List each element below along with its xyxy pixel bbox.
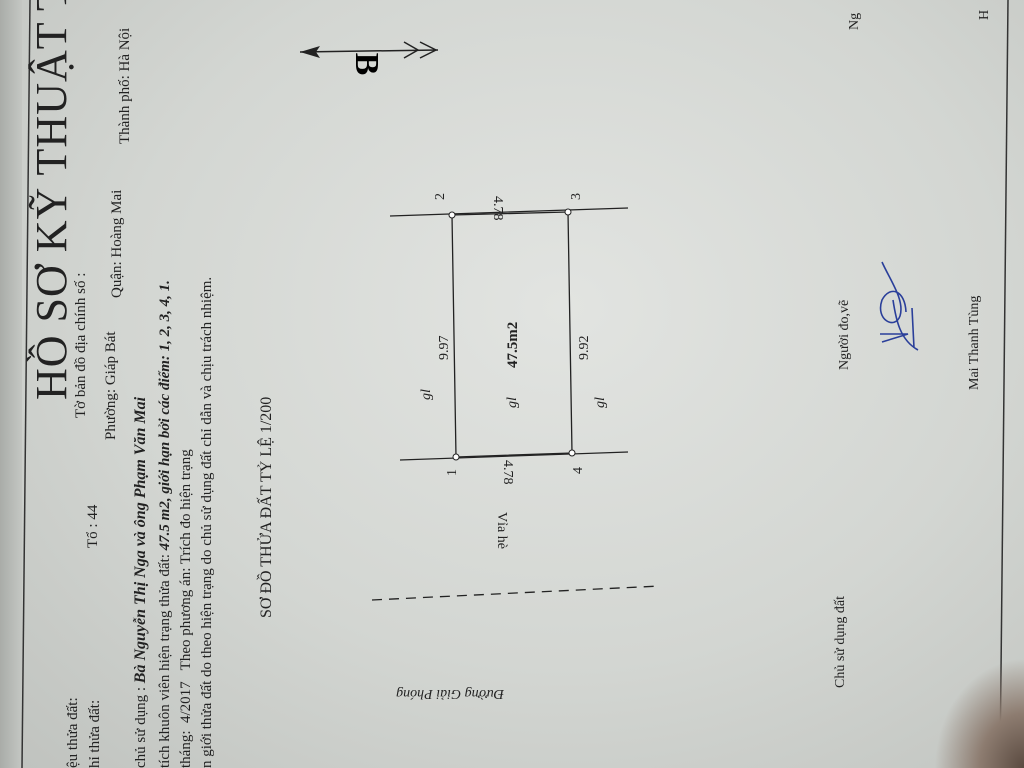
point-1 bbox=[452, 453, 460, 461]
diagram-title: SƠ ĐỒ THỬA ĐẤT TỶ LỆ 1/200 bbox=[258, 396, 275, 618]
area-value: 47.5 m2, giới hạn bởi các điểm: 1, 2, 3,… bbox=[157, 280, 173, 551]
right-partial-label-2: H bbox=[977, 9, 992, 20]
thanh-pho-value: Thành phố: Hà Nội bbox=[117, 27, 133, 144]
point-3 bbox=[564, 208, 572, 216]
land-code: gl bbox=[593, 397, 608, 408]
owner-value: Bà Nguyễn Thị Nga và ông Phạm Văn Mai bbox=[132, 396, 149, 684]
surveyor-signature-label: Người đo,vẽ bbox=[837, 299, 852, 370]
point-label-3: 3 bbox=[569, 193, 584, 200]
area-label: tích khuôn viên hiện trạng thửa đất: bbox=[157, 554, 173, 768]
map-sheet-label: Tờ bản đồ địa chính số : bbox=[73, 272, 89, 418]
side-length-4-1: 4.78 bbox=[500, 460, 515, 485]
point-label-4: 4 bbox=[571, 467, 586, 474]
surveyor-signature bbox=[879, 261, 919, 351]
side-length-2-3: 4.78 bbox=[490, 196, 505, 221]
land-code: gl bbox=[505, 397, 520, 408]
to-value: Tổ : 44 bbox=[85, 504, 101, 548]
paper-edge bbox=[0, 0, 22, 768]
finger-shadow bbox=[934, 658, 1024, 768]
point-2 bbox=[448, 211, 456, 219]
right-partial-label: Ng bbox=[847, 12, 862, 30]
date-label: tháng: bbox=[178, 730, 194, 768]
street-label: Đường Giải Phóng bbox=[396, 686, 505, 701]
page-title: HỒ SƠ KỸ THUẬT THỬA bbox=[27, 0, 76, 400]
north-label: B bbox=[348, 53, 385, 76]
date-value: 4/2017 bbox=[178, 681, 194, 723]
north-arrow-icon bbox=[299, 41, 439, 59]
method-value: Theo phương án: Trích đo hiện trạng bbox=[178, 449, 194, 671]
side-length-1-2: 9.97 bbox=[437, 336, 452, 361]
quan-value: Quận: Hoàng Mai bbox=[109, 189, 125, 298]
left-border-line bbox=[21, 0, 31, 768]
owner-signature-label: Chủ sử dụng đất bbox=[833, 596, 848, 688]
sidewalk-label: Vỉa hè bbox=[494, 512, 509, 549]
parcel-area: 47.5m2 bbox=[505, 322, 521, 368]
boundary-note: n giới thửa đất do theo hiện trạng do ch… bbox=[199, 276, 215, 768]
right-border-line bbox=[999, 0, 1009, 768]
land-code: gl bbox=[419, 389, 434, 400]
side-length-3-4: 9.92 bbox=[577, 336, 592, 361]
point-4 bbox=[568, 449, 576, 457]
parcel-info-label: ệu thửa đất: bbox=[65, 697, 81, 768]
parcel-address-label: hỉ thửa đất: bbox=[87, 699, 103, 768]
point-label-1: 1 bbox=[445, 469, 460, 476]
street-edge-line bbox=[371, 585, 661, 601]
owner-label: chủ sử dụng : bbox=[133, 686, 149, 768]
surveyor-name: Mai Thanh Tùng bbox=[967, 295, 982, 390]
boundary-line-right bbox=[389, 207, 629, 217]
boundary-line-left bbox=[399, 451, 629, 461]
phuong-value: Phường: Giáp Bát bbox=[103, 331, 119, 440]
point-label-2: 2 bbox=[433, 193, 448, 200]
